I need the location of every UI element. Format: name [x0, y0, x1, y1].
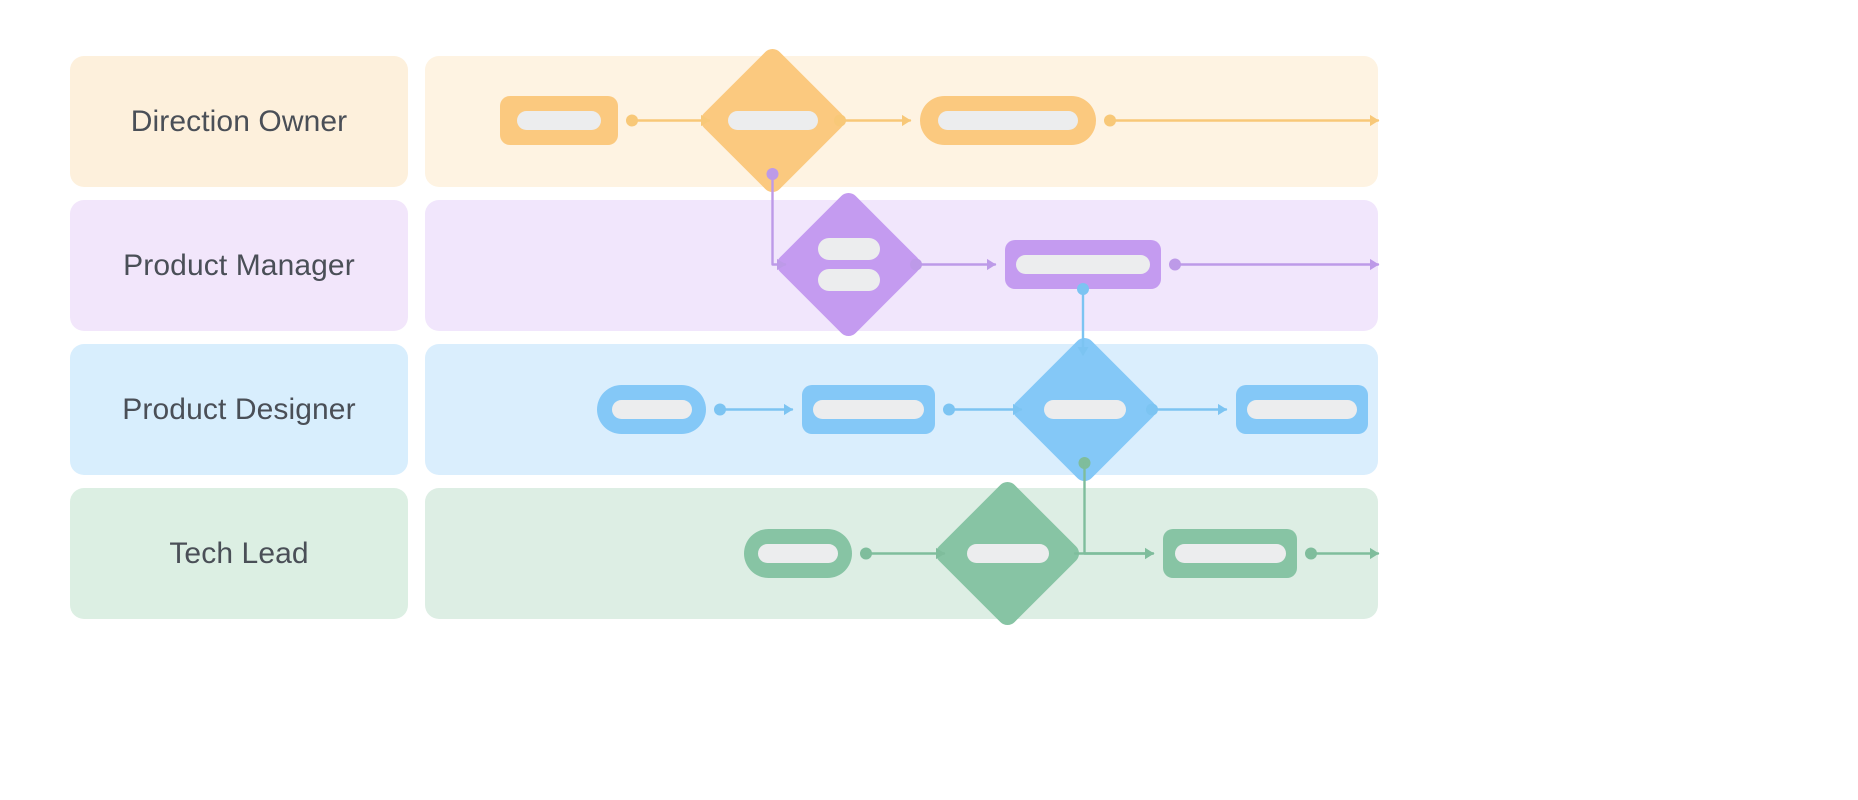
lane-label-product-designer[interactable]: Product Designer: [70, 344, 408, 475]
lane-label-text: Product Designer: [122, 392, 356, 426]
node-placeholder-bars: [719, 67, 826, 174]
lane-label-direction-owner[interactable]: Direction Owner: [70, 56, 408, 187]
lane-label-product-manager[interactable]: Product Manager: [70, 200, 408, 331]
node-placeholder-bars: [1031, 356, 1138, 463]
flow-node-rect-pd-n4[interactable]: [1236, 385, 1368, 434]
flow-node-rect-pd-n2[interactable]: [802, 385, 935, 434]
flow-node-pill-do-n3[interactable]: [920, 96, 1096, 145]
lane-label-text: Product Manager: [123, 248, 355, 282]
node-placeholder-bars: [1163, 529, 1297, 578]
node-text-placeholder: [1016, 255, 1150, 274]
node-text-placeholder: [813, 400, 924, 419]
node-placeholder-bars: [1236, 385, 1368, 434]
lane-label-tech-lead[interactable]: Tech Lead: [70, 488, 408, 619]
node-text-placeholder: [817, 269, 880, 291]
flow-node-rect-do-n1[interactable]: [500, 96, 618, 145]
node-text-placeholder: [1043, 400, 1126, 419]
flow-node-diamond-pd-n3[interactable]: [1008, 333, 1161, 486]
node-placeholder-bars: [920, 96, 1096, 145]
node-text-placeholder: [938, 111, 1078, 130]
flow-node-diamond-do-n2[interactable]: [696, 44, 849, 197]
lane-label-text: Tech Lead: [169, 536, 309, 570]
node-text-placeholder: [966, 544, 1049, 563]
flow-node-pill-tl-n1[interactable]: [744, 529, 852, 578]
flow-node-rect-pm-n2[interactable]: [1005, 240, 1161, 289]
node-placeholder-bars: [1005, 240, 1161, 289]
node-placeholder-bars: [954, 500, 1061, 607]
node-text-placeholder: [1247, 400, 1357, 419]
node-text-placeholder: [758, 544, 838, 563]
flow-node-rect-tl-n3[interactable]: [1163, 529, 1297, 578]
flow-node-pill-pd-n1[interactable]: [597, 385, 706, 434]
node-text-placeholder: [727, 111, 818, 130]
node-text-placeholder: [517, 111, 601, 130]
node-text-placeholder: [611, 400, 692, 419]
node-placeholder-bars: [802, 385, 935, 434]
node-text-placeholder: [817, 238, 880, 260]
node-text-placeholder: [1174, 544, 1286, 563]
node-placeholder-bars: [744, 529, 852, 578]
node-placeholder-bars: [500, 96, 618, 145]
node-placeholder-bars: [597, 385, 706, 434]
flow-node-diamond-pm-n1[interactable]: [772, 188, 925, 341]
node-placeholder-bars: [795, 211, 902, 318]
flow-node-diamond-tl-n2[interactable]: [931, 477, 1084, 630]
lane-label-text: Direction Owner: [130, 104, 348, 138]
